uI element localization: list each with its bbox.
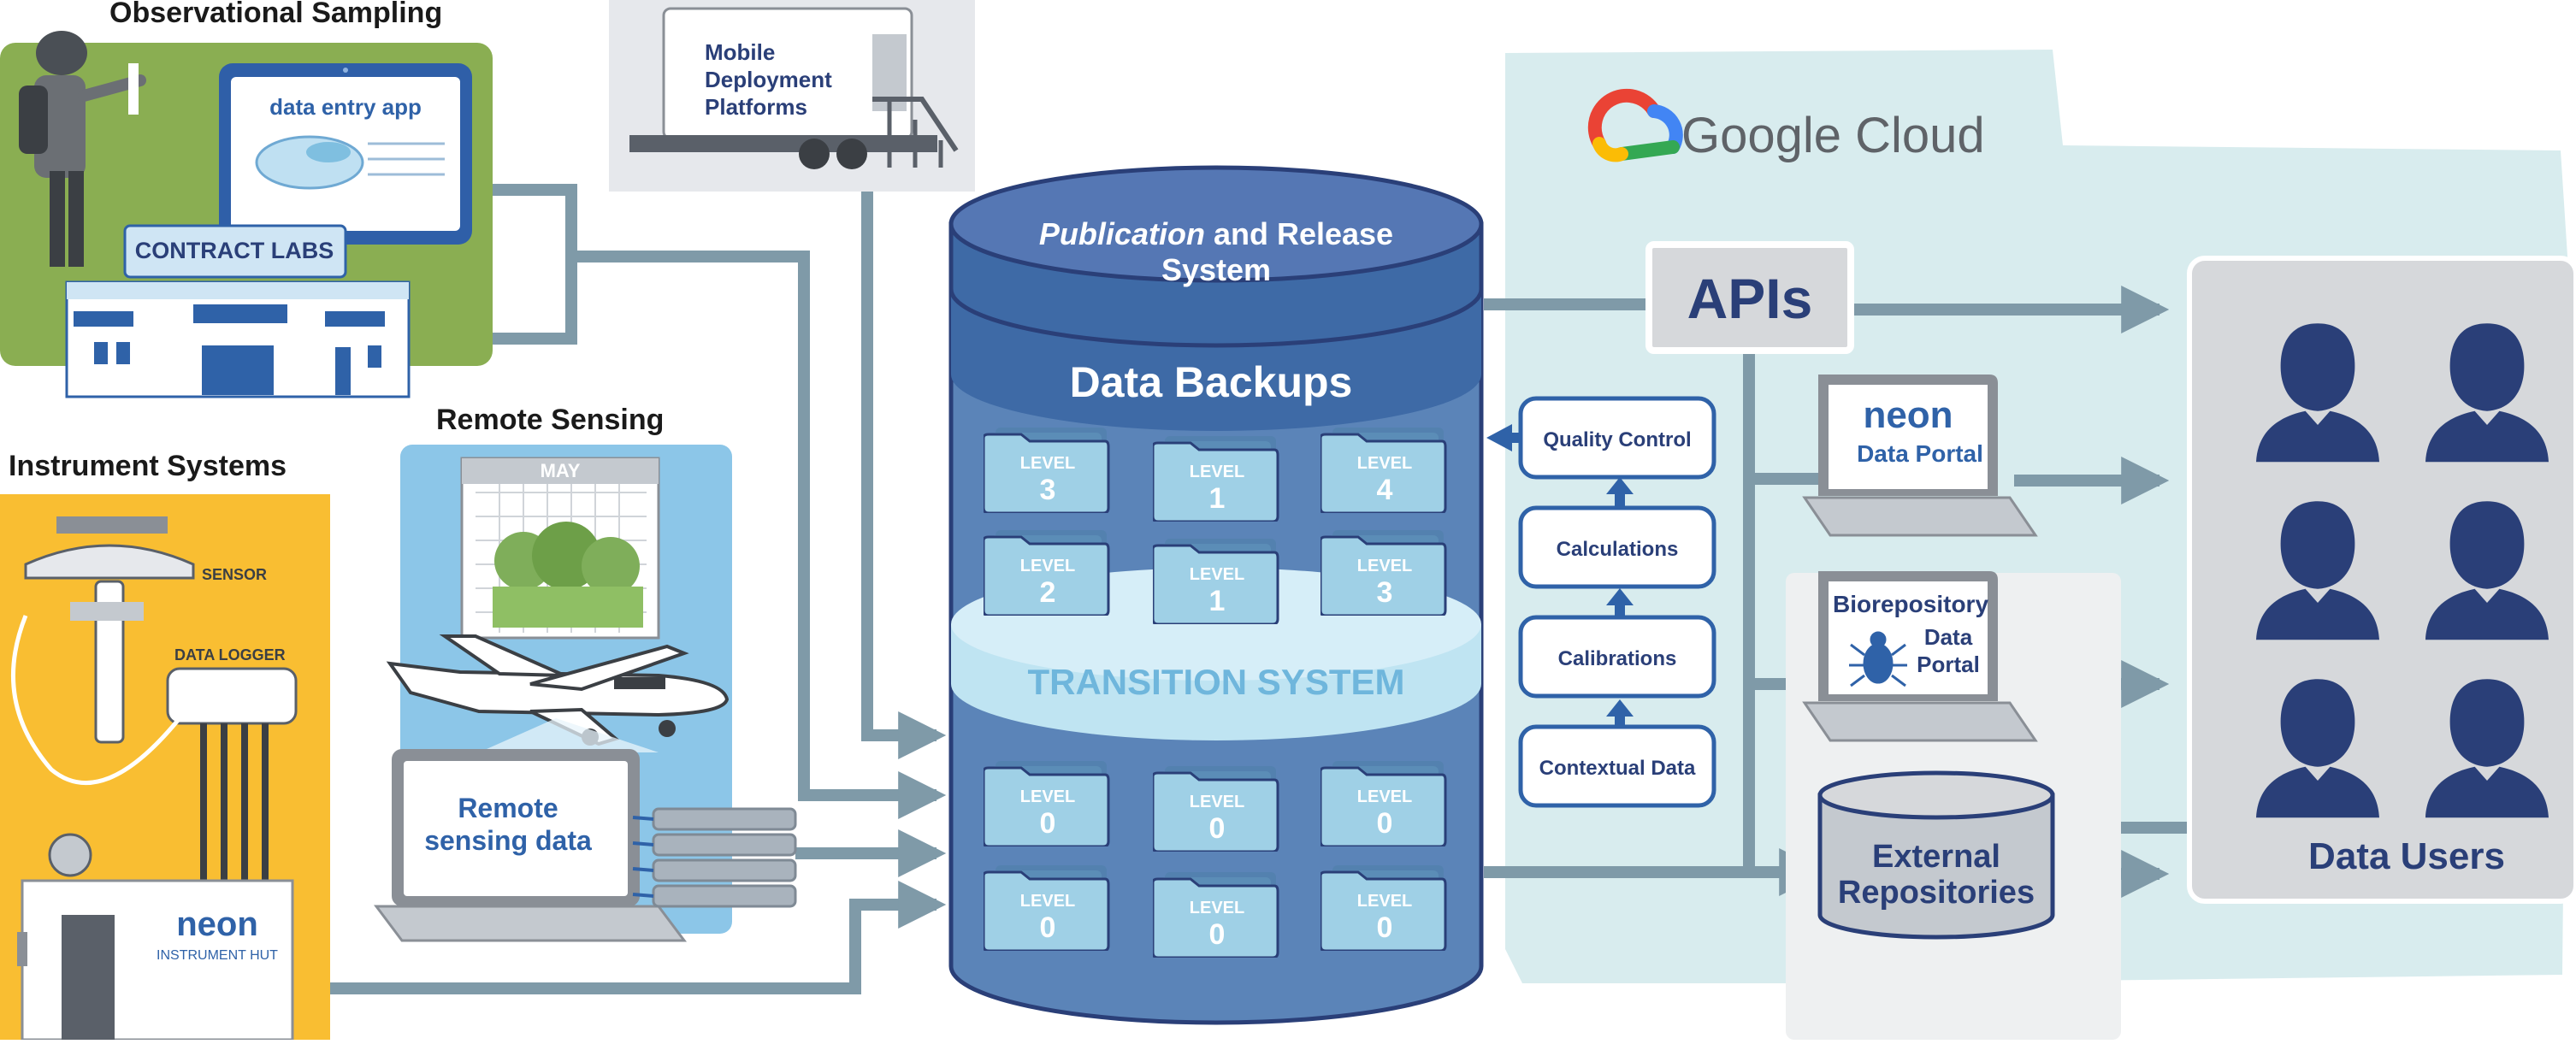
calibrations-box: [1518, 615, 1716, 699]
calculations-box: [1518, 505, 1716, 589]
lower-level-word: LEVEL: [1190, 793, 1244, 811]
remote-laptop-icon: [374, 749, 687, 942]
data-users-label: Data Users: [2308, 835, 2505, 877]
processing-step-boxes: [1518, 396, 1716, 808]
google-cloud-brand: Google Cloud: [1681, 108, 1985, 163]
bio-line1: Biorepository: [1833, 591, 1988, 617]
upper-level-value: 3: [1040, 474, 1056, 506]
contract-labs-building: [65, 224, 411, 398]
biorepository-laptop-icon: [1802, 571, 2038, 742]
airplane-icon: [386, 634, 730, 752]
data-entry-app-label: data entry app: [269, 94, 422, 120]
observational-sampling-title: Observational Sampling: [109, 0, 442, 29]
tablet-device: [219, 63, 472, 245]
upper-level-word: LEVEL: [1357, 557, 1412, 575]
lower-level-word: LEVEL: [1357, 787, 1412, 806]
lower-level-value: 0: [1377, 911, 1393, 944]
external-repositories-cylinder: [1817, 770, 2055, 940]
upper-level-word: LEVEL: [1190, 565, 1244, 584]
neon-data-portal-laptop-icon: [1802, 375, 2038, 537]
transition-system-label: TRANSITION SYSTEM: [1027, 662, 1404, 702]
lower-folder-labels: LEVEL 0 LEVEL 0 LEVEL 0 LEVEL 0 LEVEL 0 …: [1020, 787, 1412, 951]
mobile-to-cylinder-line: [861, 154, 947, 759]
instrument-systems-title: Instrument Systems: [9, 450, 287, 482]
neon-portal-brand: neon: [1863, 394, 1953, 436]
upper-level-value: 1: [1209, 585, 1226, 617]
obs-to-cylinder-line: [475, 184, 947, 819]
publication-rest: and Release: [1205, 216, 1393, 251]
lower-level-word: LEVEL: [1020, 787, 1075, 806]
storage-drives-icon: [632, 807, 797, 908]
data-backups-label: Data Backups: [1070, 358, 1353, 406]
lower-level-value: 0: [1040, 807, 1056, 840]
quality-control-box: [1518, 396, 1716, 480]
external-line1: External: [1872, 839, 2000, 875]
instrument-to-cylinder-line: [291, 881, 947, 994]
upper-folder-labels: LEVEL 3 LEVEL 1 LEVEL 4 LEVEL 2 LEVEL 1 …: [1020, 454, 1412, 617]
publication-italic: Publication: [1039, 216, 1205, 251]
sensor-label: SENSOR: [202, 566, 267, 583]
google-cloud-logo-icon: [1587, 88, 1683, 162]
sensor-icon: [24, 516, 195, 744]
calculations-label: Calculations: [1557, 538, 1679, 561]
lower-level-word: LEVEL: [1357, 892, 1412, 911]
upper-level-value: 4: [1377, 474, 1393, 506]
calibrations-label: Calibrations: [1558, 647, 1677, 670]
remote-laptop-line1: Remote: [458, 793, 558, 823]
lower-level-value: 0: [1209, 812, 1226, 845]
bio-line3: Portal: [1917, 652, 1980, 677]
contract-labs-label: CONTRACT LABS: [135, 238, 334, 263]
contextual-data-label: Contextual Data: [1539, 757, 1696, 780]
calendar-month: MAY: [541, 460, 581, 481]
mobile-line2: Deployment: [705, 67, 832, 92]
upper-level-value: 2: [1040, 576, 1056, 609]
upper-level-word: LEVEL: [1020, 557, 1075, 575]
upper-level-word: LEVEL: [1357, 454, 1412, 473]
lower-level-value: 0: [1377, 807, 1393, 840]
external-line2: Repositories: [1838, 875, 2035, 911]
svg-text:Publication and Release: Publication and Release: [1039, 216, 1393, 251]
lower-level-value: 0: [1209, 918, 1226, 951]
bio-line2: Data: [1924, 624, 1973, 650]
upper-level-value: 3: [1377, 576, 1393, 609]
publication-line2: System: [1161, 252, 1271, 287]
remote-sensing-title: Remote Sensing: [436, 404, 664, 436]
hut-brand-logo: neon: [176, 905, 258, 943]
apis-box: [1645, 241, 1854, 354]
contextual-data-box: [1518, 724, 1716, 808]
upper-level-value: 1: [1209, 482, 1226, 515]
upper-level-word: LEVEL: [1020, 454, 1075, 473]
apis-label: APIs: [1687, 267, 1813, 330]
lower-level-word: LEVEL: [1190, 899, 1244, 917]
lower-level-word: LEVEL: [1020, 892, 1075, 911]
field-technician-figure: [19, 31, 146, 267]
quality-control-label: Quality Control: [1543, 428, 1691, 451]
upper-level-word: LEVEL: [1190, 463, 1244, 481]
data-logger-label: DATA LOGGER: [174, 646, 286, 664]
instrument-hut-label: INSTRUMENT HUT: [157, 948, 278, 963]
calendar-icon: [460, 457, 660, 640]
mobile-line3: Platforms: [705, 94, 807, 120]
remote-laptop-line2: sensing data: [424, 825, 592, 856]
beetle-icon: [1849, 631, 1907, 687]
mobile-deployment-panel: [609, 0, 975, 192]
instrument-hut-icon: [17, 833, 294, 1041]
processing-step-labels: Quality Control Calculations Calibration…: [1539, 428, 1696, 780]
mobile-line1: Mobile: [705, 39, 775, 65]
data-logger-icon: [11, 615, 298, 881]
lower-level-value: 0: [1040, 911, 1056, 944]
data-portal-label: Data Portal: [1857, 440, 1983, 467]
